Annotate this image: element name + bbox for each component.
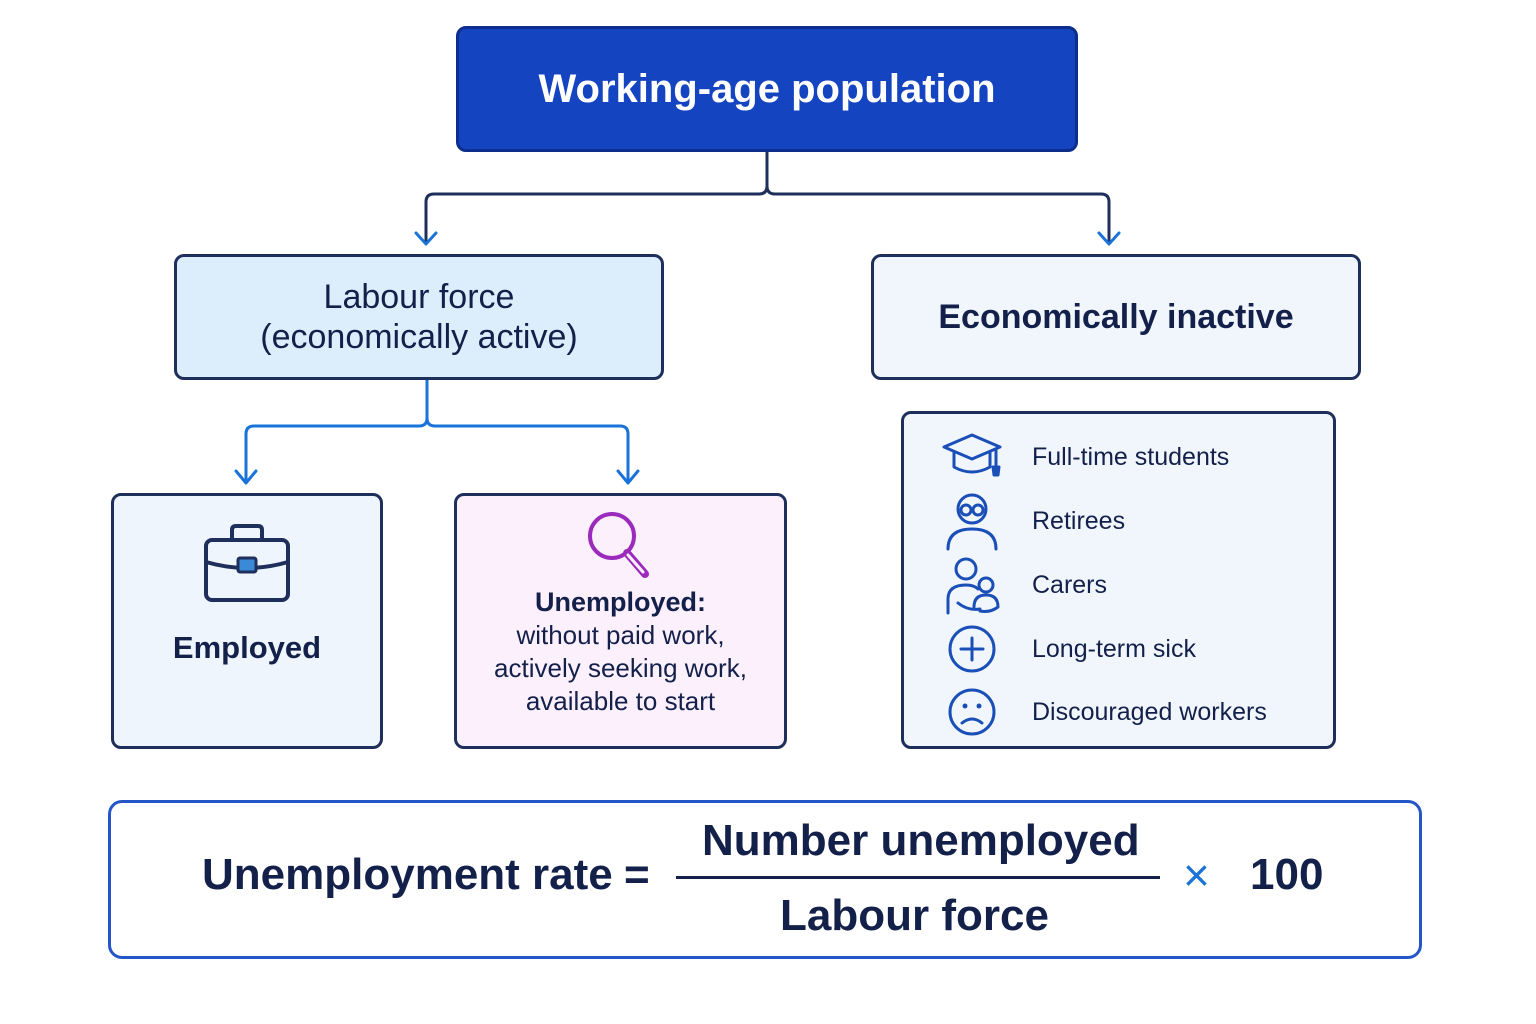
- labour-arrowhead: [414, 231, 438, 246]
- list-item: Long-term sick: [940, 619, 1196, 679]
- inactive-arrowhead: [1097, 231, 1121, 246]
- formula-equals-sign: =: [624, 850, 650, 899]
- briefcase-icon: [204, 524, 290, 602]
- unemployed-criterion: without paid work,: [516, 620, 725, 650]
- employed-arrowhead: [234, 469, 258, 485]
- inactive-item-label: Retirees: [1032, 506, 1126, 535]
- inactive-item-label: Full-time students: [1032, 442, 1230, 471]
- labour-force-label: Labour force: [323, 278, 515, 316]
- employed-box: Employed: [111, 493, 383, 749]
- unemployed-box: Unemployed: without paid work, actively …: [454, 493, 787, 749]
- inactive-item-label: Long-term sick: [1032, 634, 1196, 663]
- medical-plus-icon: [948, 625, 996, 673]
- unemployment-rate-formula-box: [108, 800, 1422, 959]
- formula-denominator: Labour force: [780, 891, 1049, 940]
- sad-face-icon: [948, 688, 996, 736]
- retiree-icon: [946, 493, 998, 551]
- formula-times-sign: ×: [1183, 849, 1210, 901]
- magnifier-icon: [587, 512, 649, 578]
- unemployed-criterion: available to start: [525, 686, 716, 716]
- carer-icon: [946, 557, 1000, 615]
- employed-label: Employed: [172, 630, 322, 665]
- working-age-population-label: Working-age population: [538, 66, 996, 111]
- unemployed-criterion: actively seeking work,: [494, 653, 747, 683]
- unemployed-title: Unemployed:: [534, 587, 707, 617]
- labour-force-sublabel: (economically active): [260, 318, 578, 356]
- list-item: Full-time students: [940, 427, 1229, 487]
- root-to-branches-connector: [424, 150, 769, 244]
- inactive-categories-list: Full-time students Retirees Carers: [901, 411, 1336, 749]
- formula-lhs: Unemployment rate: [202, 850, 613, 899]
- labour-force-box: Labour force (economically active): [174, 254, 664, 380]
- inactive-item-label: Carers: [1032, 570, 1108, 599]
- formula-multiplier: 100: [1250, 850, 1324, 899]
- formula-numerator: Number unemployed: [702, 816, 1140, 865]
- unemployed-arrowhead: [616, 469, 640, 485]
- economically-inactive-box: Economically inactive: [871, 254, 1361, 380]
- list-item: Discouraged workers: [940, 682, 1267, 742]
- labour-to-unemployed-connector: [425, 416, 630, 484]
- inactive-item-label: Discouraged workers: [1032, 697, 1267, 726]
- graduation-cap-icon: [942, 433, 1002, 477]
- list-item: Carers: [940, 555, 1107, 615]
- root-to-inactive-connector: [765, 184, 1111, 244]
- working-age-population-box: Working-age population: [456, 26, 1078, 152]
- labour-to-children-connector: [244, 378, 429, 484]
- economically-inactive-label: Economically inactive: [938, 297, 1294, 336]
- fraction-bar: [676, 876, 1160, 879]
- list-item: Retirees: [940, 491, 1125, 551]
